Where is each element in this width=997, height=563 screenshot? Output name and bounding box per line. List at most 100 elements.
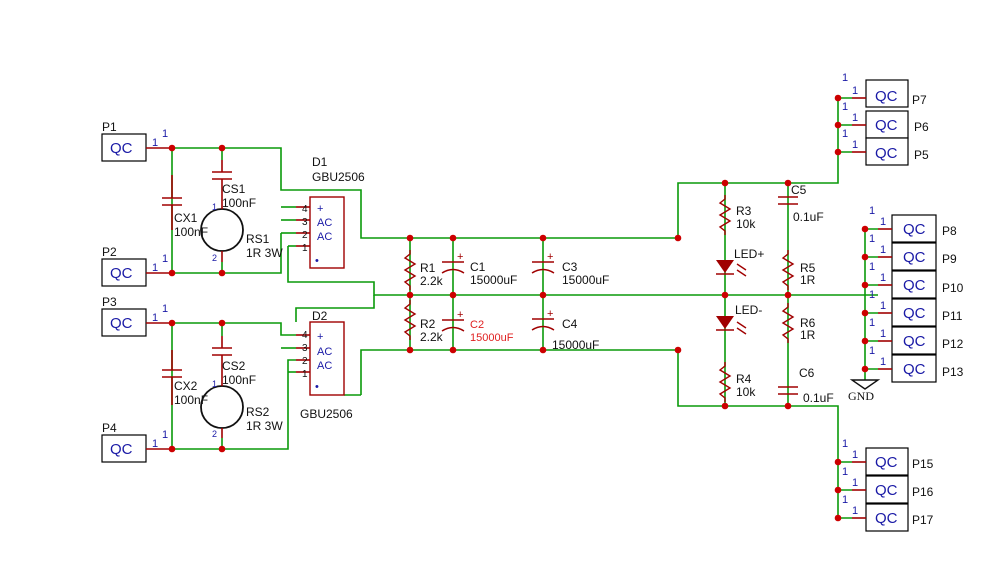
component-value: 100nF: [222, 196, 256, 210]
component-value: 100nF: [174, 393, 208, 407]
bridge-rectifier-d1[interactable]: 4 3 2 1 + AC AC • D1 GBU2506: [296, 155, 365, 269]
svg-text:AC: AC: [317, 360, 332, 372]
wire-d2-rail: [360, 349, 678, 395]
svg-text:1: 1: [162, 429, 168, 441]
svg-text:1: 1: [880, 356, 886, 368]
led-positive[interactable]: LED+: [716, 247, 764, 277]
svg-text:1: 1: [869, 317, 875, 329]
component-ref: R4: [736, 372, 752, 386]
component-ref: R2: [420, 317, 436, 331]
resistor-r1[interactable]: R1 2.2k: [403, 250, 444, 290]
svg-text:+: +: [317, 203, 323, 215]
capacitor-cs1[interactable]: CS1 100nF: [212, 160, 256, 210]
connector-ref: P7: [912, 93, 927, 107]
component-value: 10k: [736, 385, 756, 399]
capacitor-c1[interactable]: + C1 15000uF: [441, 251, 517, 287]
connector-p2[interactable]: QC P2 1 1: [101, 245, 172, 287]
resistor-r6[interactable]: R6 1R: [781, 303, 816, 343]
connector-p11[interactable]: QC P11 1 1: [869, 289, 963, 327]
wire-p2-bottom: [172, 233, 282, 274]
connector-p16[interactable]: QC P16 1 1: [842, 466, 934, 504]
svg-text:QC: QC: [903, 333, 926, 350]
svg-text:4: 4: [302, 204, 308, 215]
connector-ref: P9: [942, 252, 957, 266]
capacitor-cx2[interactable]: CX2 100nF: [162, 350, 208, 407]
connector-p15[interactable]: QC P15 1 1: [842, 438, 934, 476]
component-ref: C1: [470, 260, 486, 274]
component-ref: CS2: [222, 359, 246, 373]
capacitor-c3[interactable]: + C3 15000uF: [531, 251, 609, 287]
connector-ref: P3: [102, 295, 117, 309]
component-value: GBU2506: [300, 407, 353, 421]
connector-ref: P13: [942, 365, 964, 379]
connector-ref: P8: [942, 224, 957, 238]
component-ref: CX1: [174, 211, 198, 225]
svg-text:1: 1: [852, 449, 858, 461]
connector-p8[interactable]: QC P8 1 1: [869, 205, 957, 243]
wire-p8-p13: [865, 228, 878, 370]
component-ref: D1: [312, 155, 328, 169]
connector-p4[interactable]: QC P4 1 1: [101, 421, 172, 463]
component-ref: C5: [791, 183, 807, 197]
wire-p3-top: [172, 322, 296, 336]
capacitor-c2[interactable]: + C2 15000uF: [441, 309, 514, 344]
capacitor-cs2[interactable]: CS2 100nF: [212, 336, 256, 387]
svg-text:QC: QC: [903, 361, 926, 378]
svg-text:3: 3: [302, 217, 308, 228]
bridge-rectifier-d2[interactable]: 4 3 2 1 + AC AC • D2 GBU2506: [296, 309, 353, 421]
component-value: 1R: [800, 328, 816, 342]
component-value: 1R 3W: [246, 246, 283, 260]
component-value: 100nF: [174, 225, 208, 239]
component-value: 2.2k: [420, 274, 444, 288]
svg-text:QC: QC: [903, 249, 926, 266]
connector-p6[interactable]: QC P6 1 1: [842, 101, 929, 139]
svg-text:QC: QC: [875, 482, 898, 499]
connector-p3[interactable]: QC P3 1 1: [101, 295, 172, 337]
connector-p7[interactable]: QC P7 1 1: [842, 72, 927, 108]
connector-ref: P11: [942, 309, 963, 323]
connector-p13[interactable]: QC P13 1 1: [869, 345, 964, 383]
svg-text:1: 1: [852, 477, 858, 489]
capacitor-c5[interactable]: C5 0.1uF: [778, 183, 824, 224]
svg-text:1: 1: [880, 328, 886, 340]
resistor-r3[interactable]: R3 10k: [718, 195, 756, 235]
connector-p12[interactable]: QC P12 1 1: [869, 317, 964, 355]
component-ref: CX2: [174, 379, 198, 393]
svg-text:AC: AC: [317, 346, 332, 358]
connector-p17[interactable]: QC P17 1 1: [842, 494, 934, 532]
resistor-r4[interactable]: R4 10k: [718, 362, 756, 402]
svg-text:1: 1: [152, 312, 158, 324]
svg-text:1: 1: [852, 112, 858, 124]
component-ref: C2: [470, 319, 484, 331]
led-negative[interactable]: LED-: [716, 303, 762, 335]
component-ref: C4: [562, 317, 578, 331]
connector-p9[interactable]: QC P9 1 1: [869, 233, 957, 271]
svg-text:QC: QC: [875, 117, 898, 134]
svg-text:AC: AC: [317, 231, 332, 243]
qc-label: QC: [110, 265, 133, 282]
connector-p1[interactable]: QC P1 1 1: [101, 120, 172, 162]
wire-d1-plus-rail: [172, 147, 678, 239]
capacitor-c6[interactable]: C6 0.1uF: [778, 366, 834, 405]
ground-symbol[interactable]: GND: [848, 379, 881, 403]
svg-text:+: +: [457, 309, 463, 321]
capacitor-cx1[interactable]: CX1 100nF: [162, 175, 208, 239]
svg-text:1: 1: [869, 345, 875, 357]
resistor-rs2[interactable]: 1 2 RS2 1R 3W: [200, 375, 283, 439]
svg-text:3: 3: [302, 343, 308, 354]
svg-text:•: •: [315, 381, 319, 393]
resistor-rs1[interactable]: 1 2 RS1 1R 3W: [200, 198, 283, 263]
svg-text:1: 1: [842, 466, 848, 478]
resistor-r2[interactable]: R2 2.2k: [403, 300, 444, 344]
capacitor-c4[interactable]: + C4 15000uF: [531, 308, 599, 352]
svg-text:4: 4: [302, 330, 308, 341]
component-value: 0.1uF: [793, 210, 824, 224]
component-ref: R6: [800, 316, 816, 330]
resistor-r5[interactable]: R5 1R: [781, 250, 816, 290]
connector-p10[interactable]: QC P10 1 1: [869, 261, 964, 299]
connector-p5[interactable]: QC P5 1 1: [842, 128, 929, 166]
svg-text:QC: QC: [875, 454, 898, 471]
connector-ref: P12: [942, 337, 964, 351]
svg-text:1: 1: [852, 505, 858, 517]
svg-text:QC: QC: [875, 88, 898, 105]
